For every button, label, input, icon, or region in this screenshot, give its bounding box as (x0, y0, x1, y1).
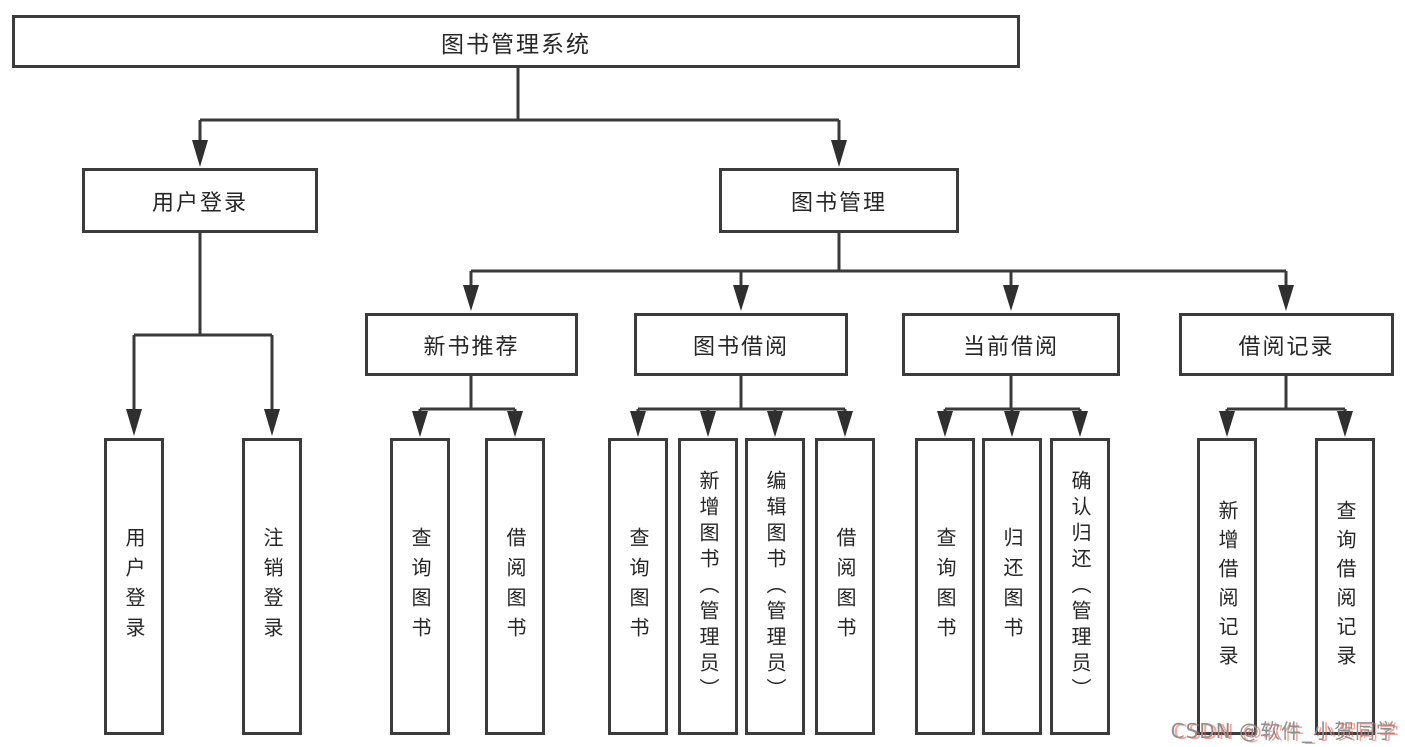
arrowhead (767, 411, 783, 437)
node-book-borrow: 图书借阅 (634, 313, 848, 376)
node-label: 查询图书 (408, 526, 432, 647)
connector-new-book-recommend (412, 376, 523, 437)
node-label: 编辑图书（管理员） (763, 469, 787, 704)
arrowhead (630, 411, 646, 437)
arrowhead (507, 411, 523, 437)
node-query-books-recommend: 查询图书 (390, 438, 450, 735)
connector-current-borrow (937, 376, 1088, 437)
node-user-login-leaf: 用户登录 (104, 438, 164, 735)
node-query-books-current: 查询图书 (915, 438, 975, 735)
csdn-watermark: CSDN @软件_小贺同学 (1170, 719, 1397, 743)
node-borrow-books-leaf: 借阅图书 (815, 438, 875, 735)
node-label: 查询图书 (933, 526, 957, 647)
arrowhead (831, 140, 847, 167)
node-label: 图书管理 (790, 190, 887, 216)
node-edit-books-admin: 编辑图书（管理员） (745, 438, 805, 735)
node-label: 查询图书 (626, 526, 650, 647)
node-label: 查询借阅记录 (1333, 499, 1357, 674)
node-new-book-recommend: 新书推荐 (365, 313, 578, 376)
connector-root-to-level2 (192, 68, 847, 167)
arrowhead (700, 411, 716, 437)
node-add-borrow-record: 新增借阅记录 (1197, 438, 1257, 735)
node-label: 归还图书 (1000, 526, 1024, 647)
connector-book-borrow (630, 376, 853, 437)
connector-user-login-branch (126, 233, 280, 436)
node-label: 新增图书（管理员） (696, 469, 720, 704)
arrowhead (937, 411, 953, 437)
arrowhead (733, 285, 749, 311)
node-label: 注销登录 (260, 526, 284, 647)
node-query-books-borrow: 查询图书 (608, 438, 668, 735)
node-label: 用户登录 (151, 190, 248, 216)
arrowhead (1072, 411, 1088, 437)
node-borrow-books-recommend: 借阅图书 (485, 438, 545, 735)
node-add-books-admin: 新增图书（管理员） (678, 438, 738, 735)
connector-book-mgmt-to-level3 (463, 233, 1294, 311)
arrowhead (126, 409, 142, 436)
node-label: 借阅记录 (1238, 334, 1335, 360)
node-return-books: 归还图书 (982, 438, 1042, 735)
arrowhead (264, 409, 280, 436)
node-label: 借阅图书 (833, 526, 857, 647)
node-label: 新书推荐 (423, 334, 520, 360)
node-borrow-record: 借阅记录 (1179, 313, 1394, 376)
node-label: 图书管理系统 (441, 31, 591, 58)
node-user-login-branch: 用户登录 (82, 168, 318, 233)
node-label: 确认归还（管理员） (1068, 469, 1092, 704)
arrowhead (463, 285, 479, 311)
arrowhead (837, 411, 853, 437)
node-label: 借阅图书 (503, 526, 527, 647)
node-root-system: 图书管理系统 (12, 15, 1020, 68)
arrowhead (1004, 411, 1020, 437)
connector-borrow-record (1219, 376, 1353, 437)
arrowhead (1219, 411, 1235, 437)
node-label: 用户登录 (122, 526, 146, 647)
arrowhead (412, 411, 428, 437)
node-label: 当前借阅 (962, 334, 1059, 360)
node-current-borrow: 当前借阅 (902, 313, 1120, 376)
node-label: 图书借阅 (692, 334, 789, 360)
node-logout-leaf: 注销登录 (242, 438, 302, 735)
node-confirm-return-admin: 确认归还（管理员） (1050, 438, 1110, 735)
arrowhead (192, 140, 208, 167)
arrowhead (1337, 411, 1353, 437)
node-label: 新增借阅记录 (1215, 499, 1239, 674)
arrowhead (1278, 285, 1294, 311)
node-query-borrow-record: 查询借阅记录 (1315, 438, 1375, 735)
arrowhead (1003, 285, 1019, 311)
node-book-management-branch: 图书管理 (719, 168, 959, 233)
